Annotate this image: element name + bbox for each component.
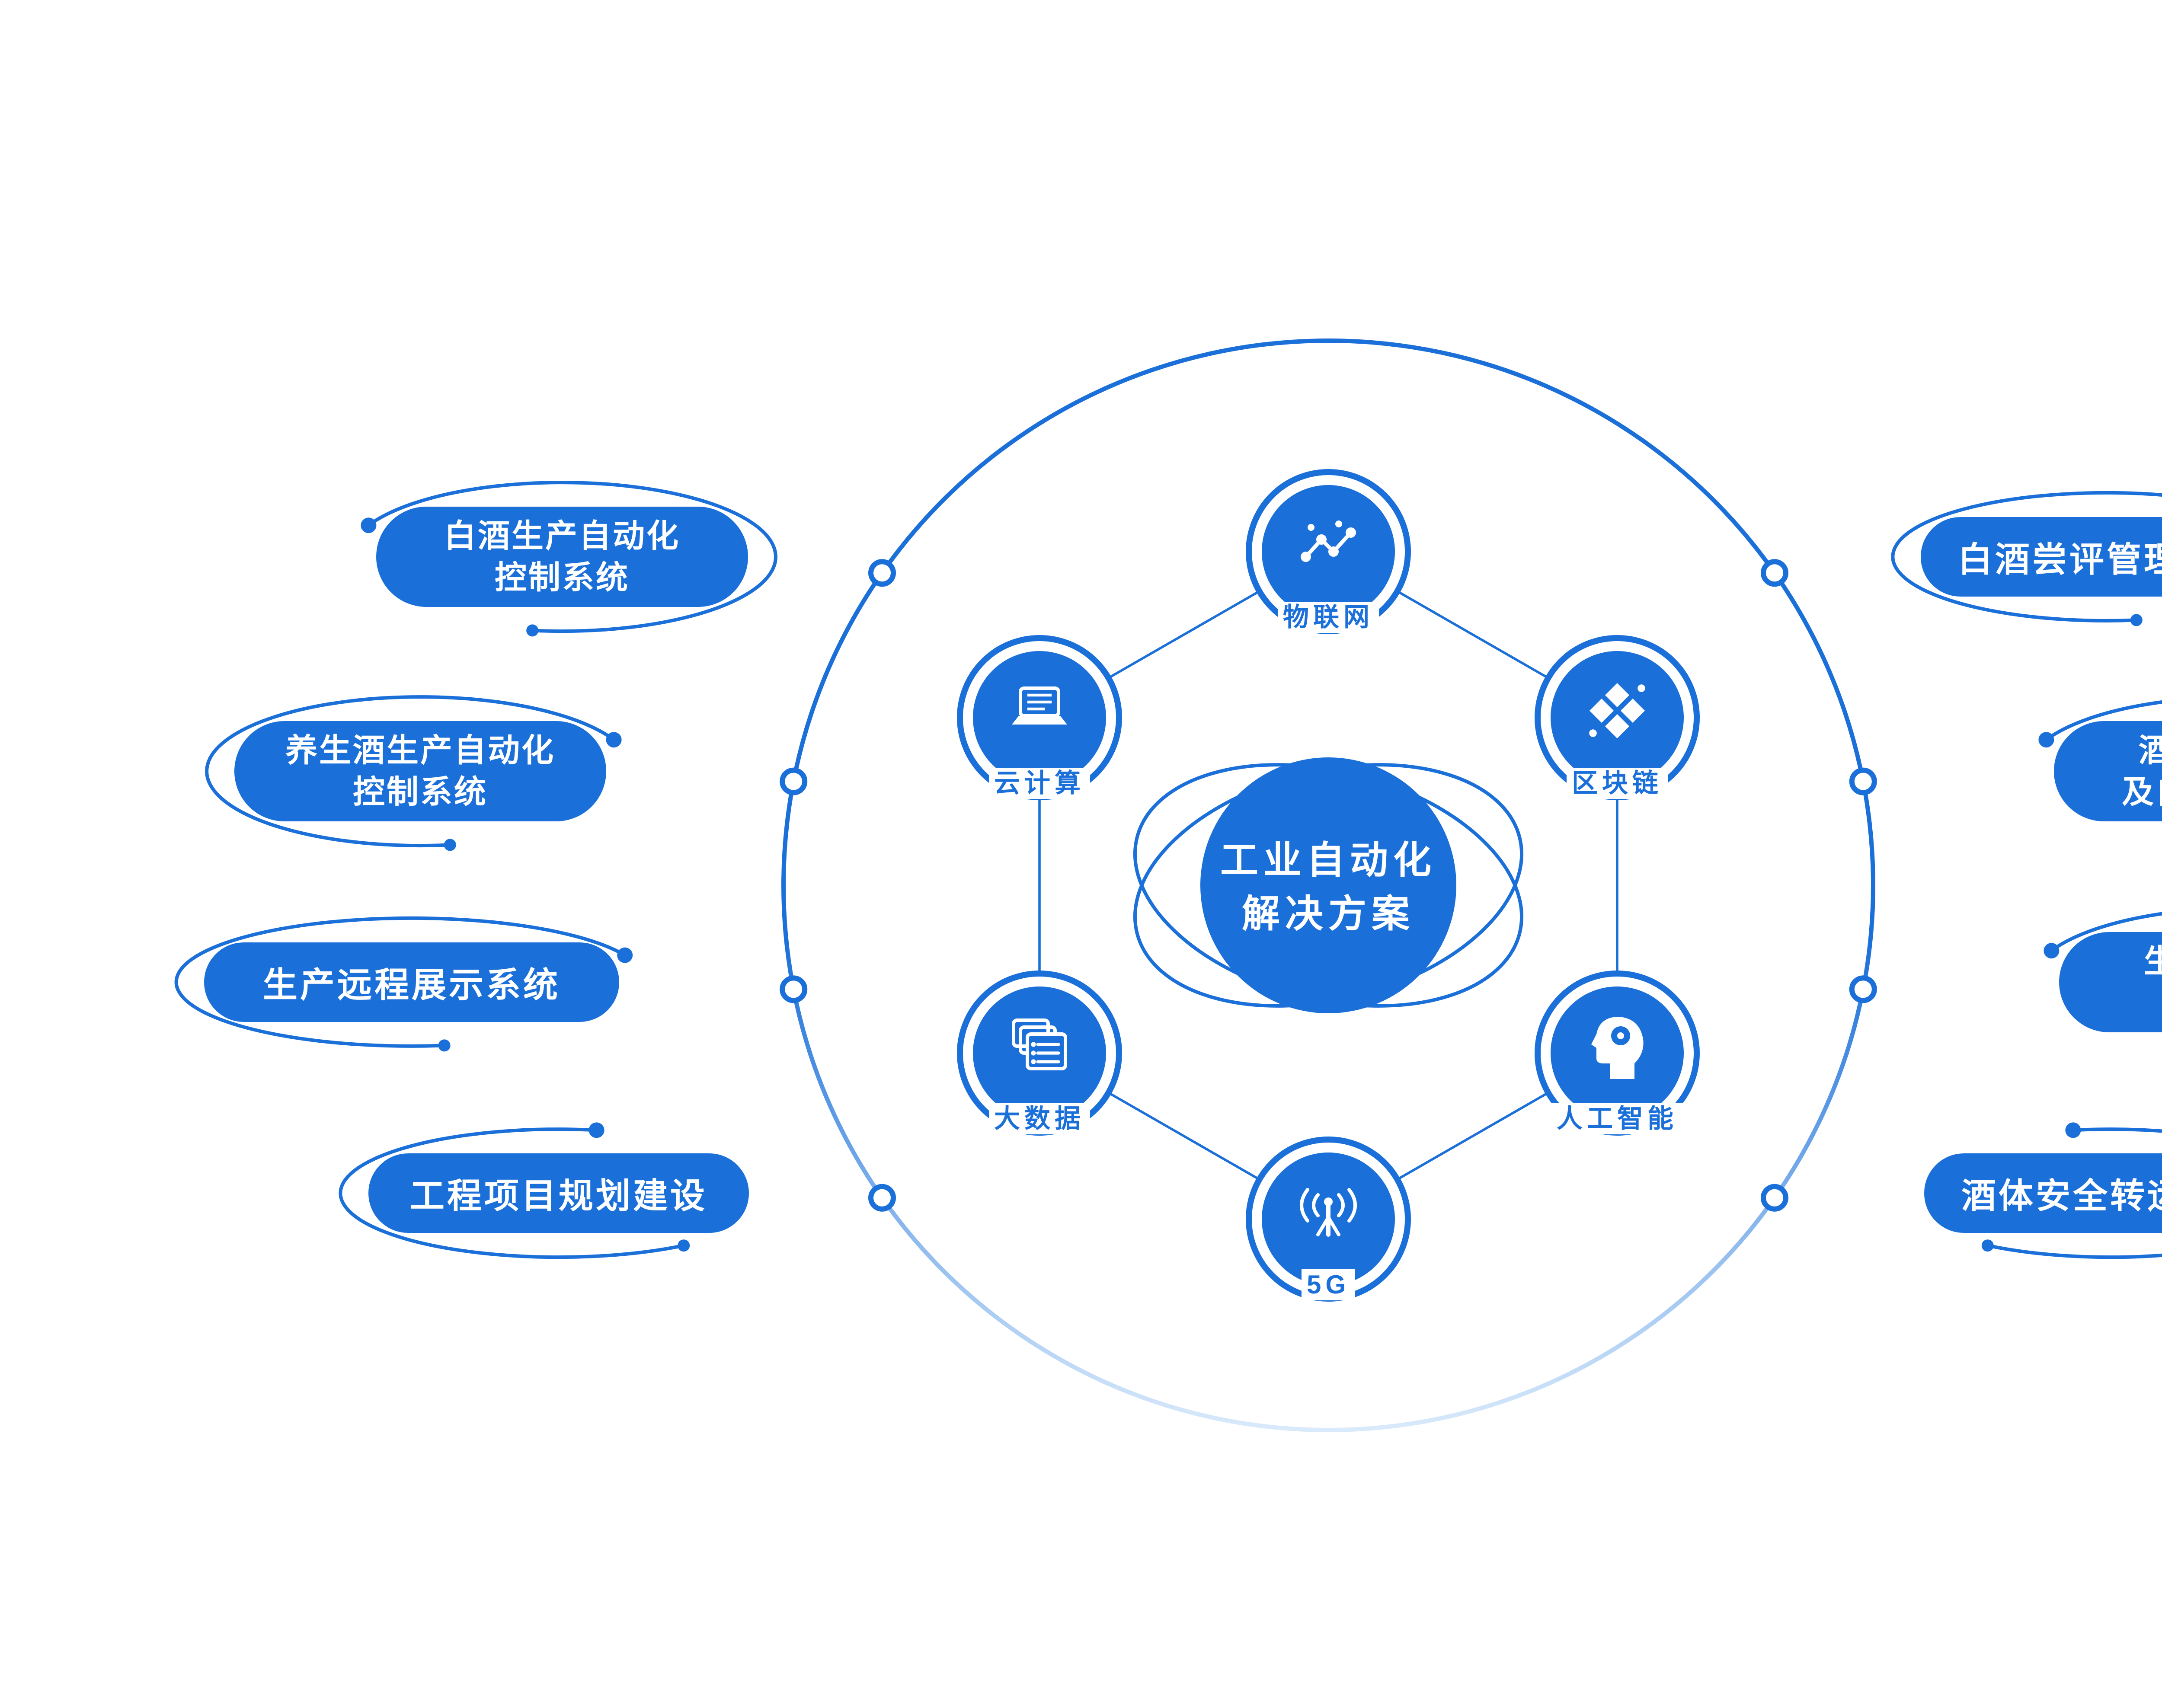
pill-text-line: 酒体安全转运系统: [1961, 1177, 2162, 1215]
ring-dot: [1849, 975, 1877, 1003]
node-iot: [1246, 469, 1411, 634]
antenna-5g-icon: [1300, 1188, 1357, 1237]
ring-dot: [780, 975, 808, 1003]
pill-text-line: 酒库动态计量: [2139, 730, 2162, 771]
pill-health-wine-automation-control: 养生酒生产自动化 控制系统: [234, 721, 606, 821]
ring-dot: [780, 767, 808, 795]
pill-text-line: 控制系统: [353, 774, 488, 810]
node-label-cloud: 云计算: [989, 768, 1090, 799]
ring-dot: [868, 559, 896, 587]
center-circle: [1200, 757, 1456, 1013]
node-label-bigdata: 大数据: [989, 1103, 1090, 1134]
outer-ring-dots: [780, 559, 1877, 1212]
ai-head-icon: [1591, 1017, 1644, 1079]
pill-remote-display-system: 生产远程展示系统: [204, 942, 619, 1022]
pill-text-line: 控制系统: [495, 559, 630, 595]
big-data-icon: [1012, 1018, 1067, 1070]
ring-dot: [1761, 559, 1788, 587]
pill-text-line: 白酒生产自动化: [444, 518, 680, 554]
pill-text-line: 生产基础信息: [2144, 941, 2162, 982]
pill-baijiu-automation-control: 白酒生产自动化 控制系统: [376, 507, 748, 607]
pill-project-planning-construction: 工程项目规划建设: [368, 1153, 749, 1233]
iot-network-icon: [1301, 520, 1356, 562]
outer-ring: [781, 338, 1875, 1432]
center-title: 工业自动化 解决方案: [1220, 833, 1436, 941]
node-bigdata: [957, 971, 1122, 1136]
pill-tasting-management-system: 白酒尝评管理系统: [1921, 517, 2162, 597]
center-title-line1: 工业自动化: [1220, 839, 1437, 881]
pill-basic-info-management-system: 生产基础信息 管理系统: [2059, 932, 2162, 1032]
center-title-line2: 解决方案: [1241, 892, 1415, 935]
ring-dot: [1849, 767, 1877, 795]
pill-swoosh-left-1: [361, 481, 777, 637]
pill-swoosh-left-4: [339, 1122, 690, 1259]
blockchain-icon: [1589, 683, 1645, 738]
pill-swoosh-left-3: [174, 916, 633, 1052]
pill-swoosh-right-2: [2038, 700, 2162, 748]
ring-dot: [868, 1184, 896, 1212]
pill-safe-transfer-system: 酒体安全转运系统: [1924, 1153, 2162, 1233]
pill-text-line: 生产远程展示系统: [263, 966, 560, 1004]
pill-cellar-metering-warning-system: 酒库动态计量 及自动预警系统: [2054, 721, 2162, 821]
ring-dot: [1761, 1184, 1788, 1212]
pill-text-line: 养生酒生产自动化: [285, 732, 555, 768]
pill-swoosh-left-2: [205, 695, 622, 851]
node-label-iot: 物联网: [1278, 602, 1379, 633]
pill-swooshes: [174, 481, 2162, 1259]
pill-text-line: 及自动预警系统: [2122, 774, 2162, 810]
cloud-computing-icon: [1012, 686, 1067, 725]
node-label-5g: 5G: [1301, 1269, 1356, 1300]
node-5g: [1246, 1137, 1411, 1302]
pill-swoosh-right-3: [2044, 912, 2162, 959]
pill-swoosh-right-4: [1981, 1122, 2162, 1259]
pill-text-line: 白酒尝评管理系统: [1958, 540, 2162, 579]
node-ai: [1535, 971, 1700, 1136]
node-blockchain: [1535, 635, 1700, 800]
node-label-ai: 人工智能: [1551, 1103, 1683, 1134]
node-label-blockchain: 区块链: [1567, 768, 1668, 799]
pill-swoosh-right-1: [1891, 491, 2162, 626]
pill-text-line: 工程项目规划建设: [410, 1177, 707, 1215]
